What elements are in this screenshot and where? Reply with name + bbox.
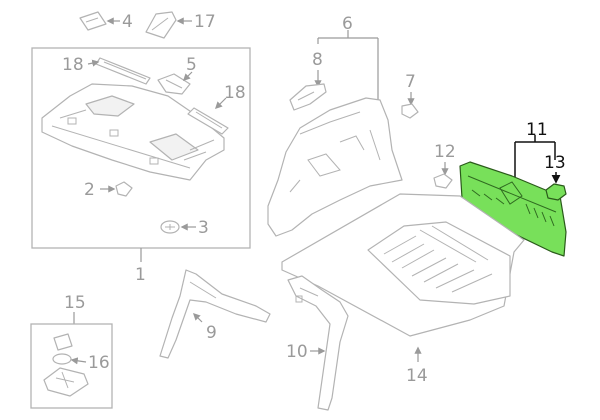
trim-strip-part-18a: [95, 57, 151, 85]
callout-15: 15: [64, 293, 86, 313]
pillar-trim-part-10: [287, 275, 349, 411]
callout-18b: 18: [224, 83, 246, 103]
callout-12: 12: [434, 142, 456, 162]
cover-part-17: [145, 11, 177, 39]
callout-5: 5: [186, 55, 197, 75]
callout-9: 9: [206, 323, 217, 343]
trunk-floor-mat-part-14: [281, 193, 525, 337]
callout-13: 13: [544, 153, 566, 173]
side-trim-part-6: [267, 97, 403, 237]
callout-2: 2: [84, 180, 95, 200]
clip-part-2: [115, 181, 133, 197]
callout-18a: 18: [62, 55, 84, 75]
clip-part-7: [401, 103, 419, 119]
callout-3: 3: [198, 218, 209, 238]
callout-6: 6: [342, 14, 353, 34]
leader-18a: [87, 59, 100, 67]
leader-18b: [214, 97, 227, 110]
group-box-15: [30, 323, 113, 409]
handle-part-8: [289, 83, 327, 111]
callout-4: 4: [122, 12, 133, 32]
clip-part-13: [545, 183, 567, 201]
leader-6: [317, 30, 379, 100]
grommet-part-3: [160, 220, 180, 234]
callout-10: 10: [286, 342, 308, 362]
tag-part-4: [79, 11, 107, 31]
callout-17: 17: [194, 12, 216, 32]
bracket-part-5: [157, 73, 191, 95]
leader-11: [514, 135, 556, 180]
seal-part-16: [52, 353, 72, 365]
leader-9: [192, 312, 203, 323]
callout-11: 11: [526, 120, 548, 140]
leader-16: [70, 357, 87, 365]
callout-14: 14: [406, 366, 428, 386]
callout-8: 8: [312, 50, 323, 70]
pillar-trim-part-9: [159, 269, 271, 359]
trim-strip-part-18b: [187, 107, 229, 135]
callout-16: 16: [88, 353, 110, 373]
package-tray-part: [41, 83, 225, 181]
callout-7: 7: [405, 72, 416, 92]
latch-part-15: [43, 333, 89, 397]
callout-1: 1: [135, 265, 146, 285]
clip-part-12: [433, 173, 453, 189]
leader-5: [182, 71, 193, 82]
